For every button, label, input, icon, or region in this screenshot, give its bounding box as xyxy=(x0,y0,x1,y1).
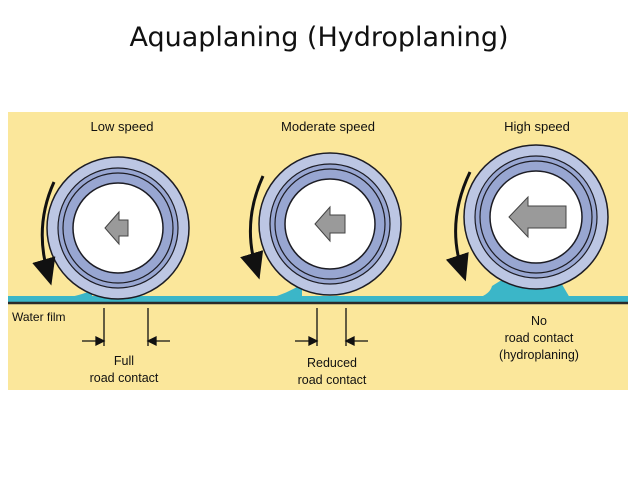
rotation-arrow-moderate xyxy=(240,175,265,280)
contact-marker-reduced xyxy=(295,308,368,347)
direction-arrow-high xyxy=(508,195,567,239)
direction-arrow-moderate xyxy=(314,205,346,243)
water-wedge-moderate xyxy=(270,284,302,299)
label-no-line3: (hydroplaning) xyxy=(499,348,579,362)
label-low-speed: Low speed xyxy=(91,119,154,134)
label-full-line1: Full xyxy=(114,354,134,368)
direction-arrow-low xyxy=(104,210,129,246)
rotation-arrow-low xyxy=(32,181,56,286)
tire-moderate-speed xyxy=(258,152,402,296)
label-full-line2: road contact xyxy=(90,371,159,385)
rotation-arrow-high xyxy=(445,171,472,282)
tire-low-speed xyxy=(46,156,190,300)
contact-marker-full xyxy=(82,308,170,347)
water-wedge-low xyxy=(62,290,92,299)
label-reduced-line1: Reduced xyxy=(307,356,357,370)
label-reduced-line2: road contact xyxy=(298,373,367,387)
label-water-film: Water film xyxy=(12,310,66,324)
label-high-speed: High speed xyxy=(504,119,570,134)
label-no-line1: No xyxy=(531,314,547,328)
tire-high-speed xyxy=(463,144,609,290)
slide-title: Aquaplaning (Hydroplaning) xyxy=(129,22,509,53)
label-moderate-speed: Moderate speed xyxy=(281,119,375,134)
label-no-line2: road contact xyxy=(505,331,574,345)
